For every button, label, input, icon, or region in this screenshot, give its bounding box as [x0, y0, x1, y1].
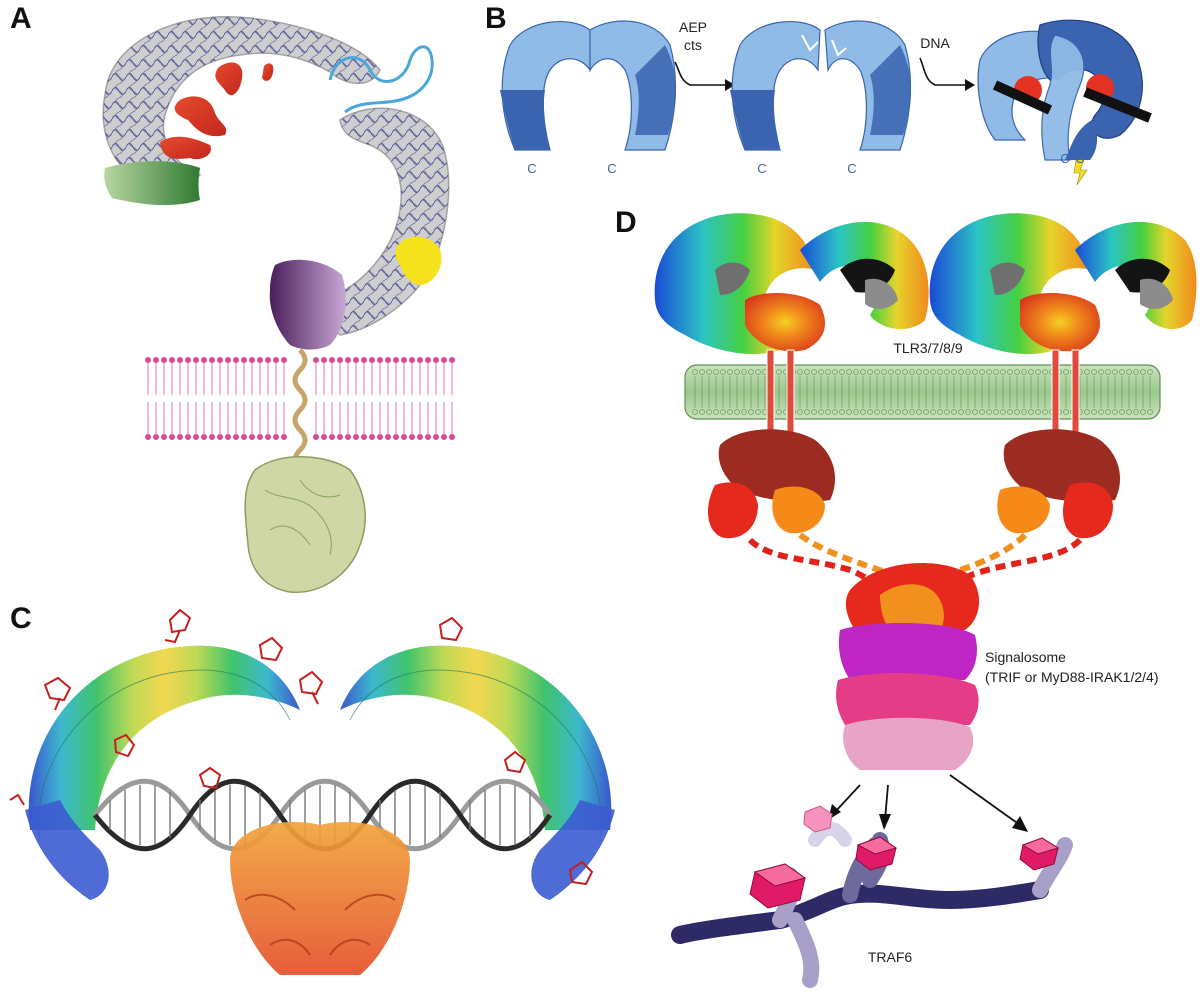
panel-b-label: B [485, 2, 507, 36]
downstream-arrows [828, 775, 1028, 832]
receptor-label: TLR3/7/8/9 [893, 340, 962, 356]
arrow-1 [675, 62, 725, 85]
c-terminus-label: C [607, 161, 616, 176]
ectodomain-surface-upper [103, 17, 380, 186]
tir-domain [245, 457, 365, 592]
c-terminus-label: C [1075, 151, 1084, 166]
ligand-blob-3 [160, 137, 211, 159]
panel-b-illustration: C C AEP cts C C DNA [480, 0, 1200, 200]
tir-domains-right [997, 429, 1120, 538]
ligand-blob-4 [262, 63, 273, 81]
tlr9-dimer-cleaved [730, 21, 911, 150]
ligand-blob-1 [215, 63, 242, 96]
arrow-1-label-line1: AEP [679, 19, 707, 35]
panel-d-label: D [615, 206, 637, 240]
panel-c-illustration [0, 600, 640, 990]
c-terminus-label: C [527, 161, 536, 176]
receptor-dimer-right [930, 213, 1197, 354]
signalosome-label-line1: Signalosome [985, 649, 1066, 665]
arrow-2 [920, 58, 965, 85]
panel-a-illustration [0, 0, 480, 600]
ubiquitin-cube-icon [804, 806, 832, 832]
signalosome-complex [836, 563, 979, 770]
c-cap-domain [270, 260, 346, 350]
arrow-2-label: DNA [920, 35, 950, 51]
signalosome-label-line2: (TRIF or MyD88-IRAK1/2/4) [985, 669, 1158, 685]
c-terminal-ribbon [230, 822, 410, 975]
tir-domains-left [708, 429, 835, 538]
transmembrane-helix [295, 350, 305, 470]
membrane [685, 365, 1160, 419]
c-terminus-label: C [757, 161, 766, 176]
c-terminus-label: C [1060, 151, 1069, 166]
panel-a: A [0, 0, 480, 600]
n-cap-domain [104, 161, 200, 205]
arrow-1-label-line2: cts [684, 37, 702, 53]
traf6-label: TRAF6 [868, 949, 913, 965]
panel-d: D [640, 200, 1200, 990]
panel-b: B C C AEP cts C C DNA [480, 0, 1200, 200]
panel-c-label: C [10, 602, 32, 636]
tlr9-dimer-full-length [500, 21, 676, 150]
receptor-dimer-left [655, 213, 929, 354]
panel-d-illustration: TLR3/7/8/9 [640, 200, 1200, 990]
panel-c: C [0, 600, 640, 990]
ectodomain-surface-lower [331, 108, 449, 335]
panel-a-label: A [10, 2, 32, 36]
arrow-2-head [965, 79, 975, 91]
c-terminus-label: C [847, 161, 856, 176]
ligand-blob-2 [175, 96, 226, 136]
